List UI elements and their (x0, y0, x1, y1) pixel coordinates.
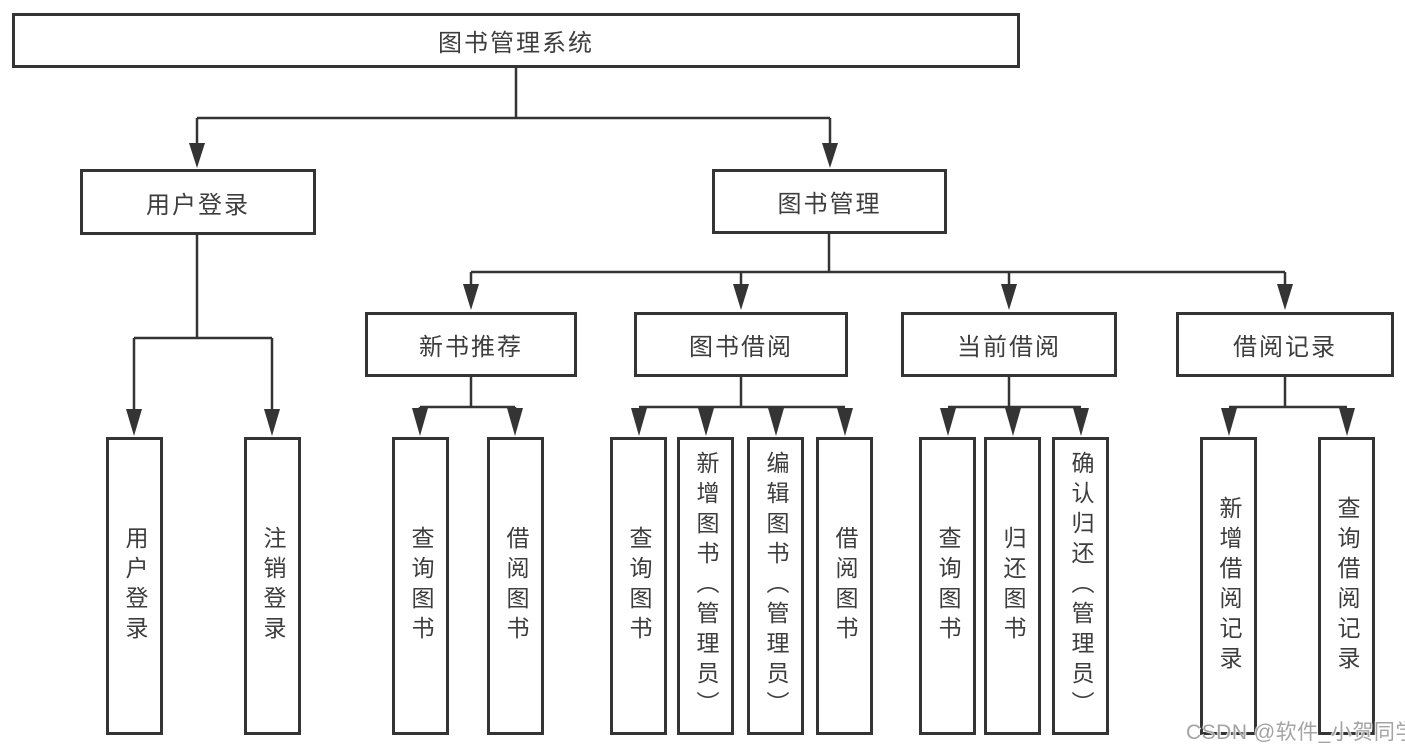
leaf-query-books: 查询图书 (919, 437, 976, 735)
connector-new-book-children (418, 377, 517, 409)
connector-borrow-record-children (1229, 377, 1347, 409)
arrowhead-leaf-logout (264, 409, 280, 436)
leaf-query-books: 查询图书 (610, 437, 667, 735)
arrowhead-leaf-query-record (1339, 408, 1355, 436)
leaf-query-books: 查询图书 (392, 437, 449, 735)
arrowhead-current-borrow (1001, 284, 1017, 310)
connector-current-borrow-children (948, 377, 1081, 409)
arrowhead-leaf-user-login (126, 409, 142, 436)
leaf-edit-books-admin: 编辑图书（管理员） (747, 437, 804, 735)
arrowhead-leaf-query-2 (631, 408, 647, 436)
leaf-logout: 注销登录 (244, 437, 301, 735)
arrowhead-leaf-add-book (698, 408, 714, 436)
arrowhead-book-mgmt (822, 143, 838, 168)
connector-root-to-level2 (195, 68, 832, 145)
connector-book-mgmt-children (469, 233, 1287, 285)
arrowhead-leaf-return-book (1005, 408, 1021, 436)
leaf-confirm-return-admin: 确认归还（管理员） (1052, 437, 1109, 735)
connector-book-borrow-children (639, 377, 845, 409)
arrowhead-leaf-edit-book (768, 408, 784, 436)
arrowhead-leaf-add-record (1221, 408, 1237, 436)
leaf-borrow-books: 借阅图书 (487, 437, 544, 735)
node-borrowing-records: 借阅记录 (1176, 312, 1394, 377)
arrowhead-leaf-query-1 (412, 408, 428, 436)
arrowhead-leaf-query-3 (940, 408, 956, 436)
arrowhead-user-login (189, 143, 205, 168)
arrowhead-book-borrow (733, 284, 749, 310)
leaf-user-login: 用户登录 (106, 437, 163, 735)
csdn-watermark: CSDN @软件_小贺同学 (1186, 721, 1405, 744)
arrowhead-leaf-confirm-return (1073, 408, 1089, 436)
arrowhead-leaf-borrow-1 (507, 408, 523, 436)
leaf-add-borrowing-record: 新增借阅记录 (1200, 437, 1257, 735)
node-new-book-recommendation: 新书推荐 (365, 312, 577, 377)
node-book-management: 图书管理 (712, 169, 947, 234)
arrowhead-new-book (463, 284, 479, 310)
arrowhead-borrow-record (1277, 284, 1293, 310)
leaf-add-books-admin: 新增图书（管理员） (677, 437, 734, 735)
connector-user-login-children (132, 234, 274, 410)
leaf-borrow-books: 借阅图书 (816, 437, 873, 735)
node-library-management-system: 图书管理系统 (12, 13, 1020, 68)
leaf-query-borrowing-record: 查询借阅记录 (1318, 437, 1375, 735)
node-book-borrowing: 图书借阅 (634, 312, 848, 377)
node-current-borrowing: 当前借阅 (901, 312, 1117, 377)
node-user-login: 用户登录 (80, 169, 316, 235)
leaf-return-books: 归还图书 (984, 437, 1041, 735)
arrowhead-leaf-borrow-2 (837, 408, 853, 436)
